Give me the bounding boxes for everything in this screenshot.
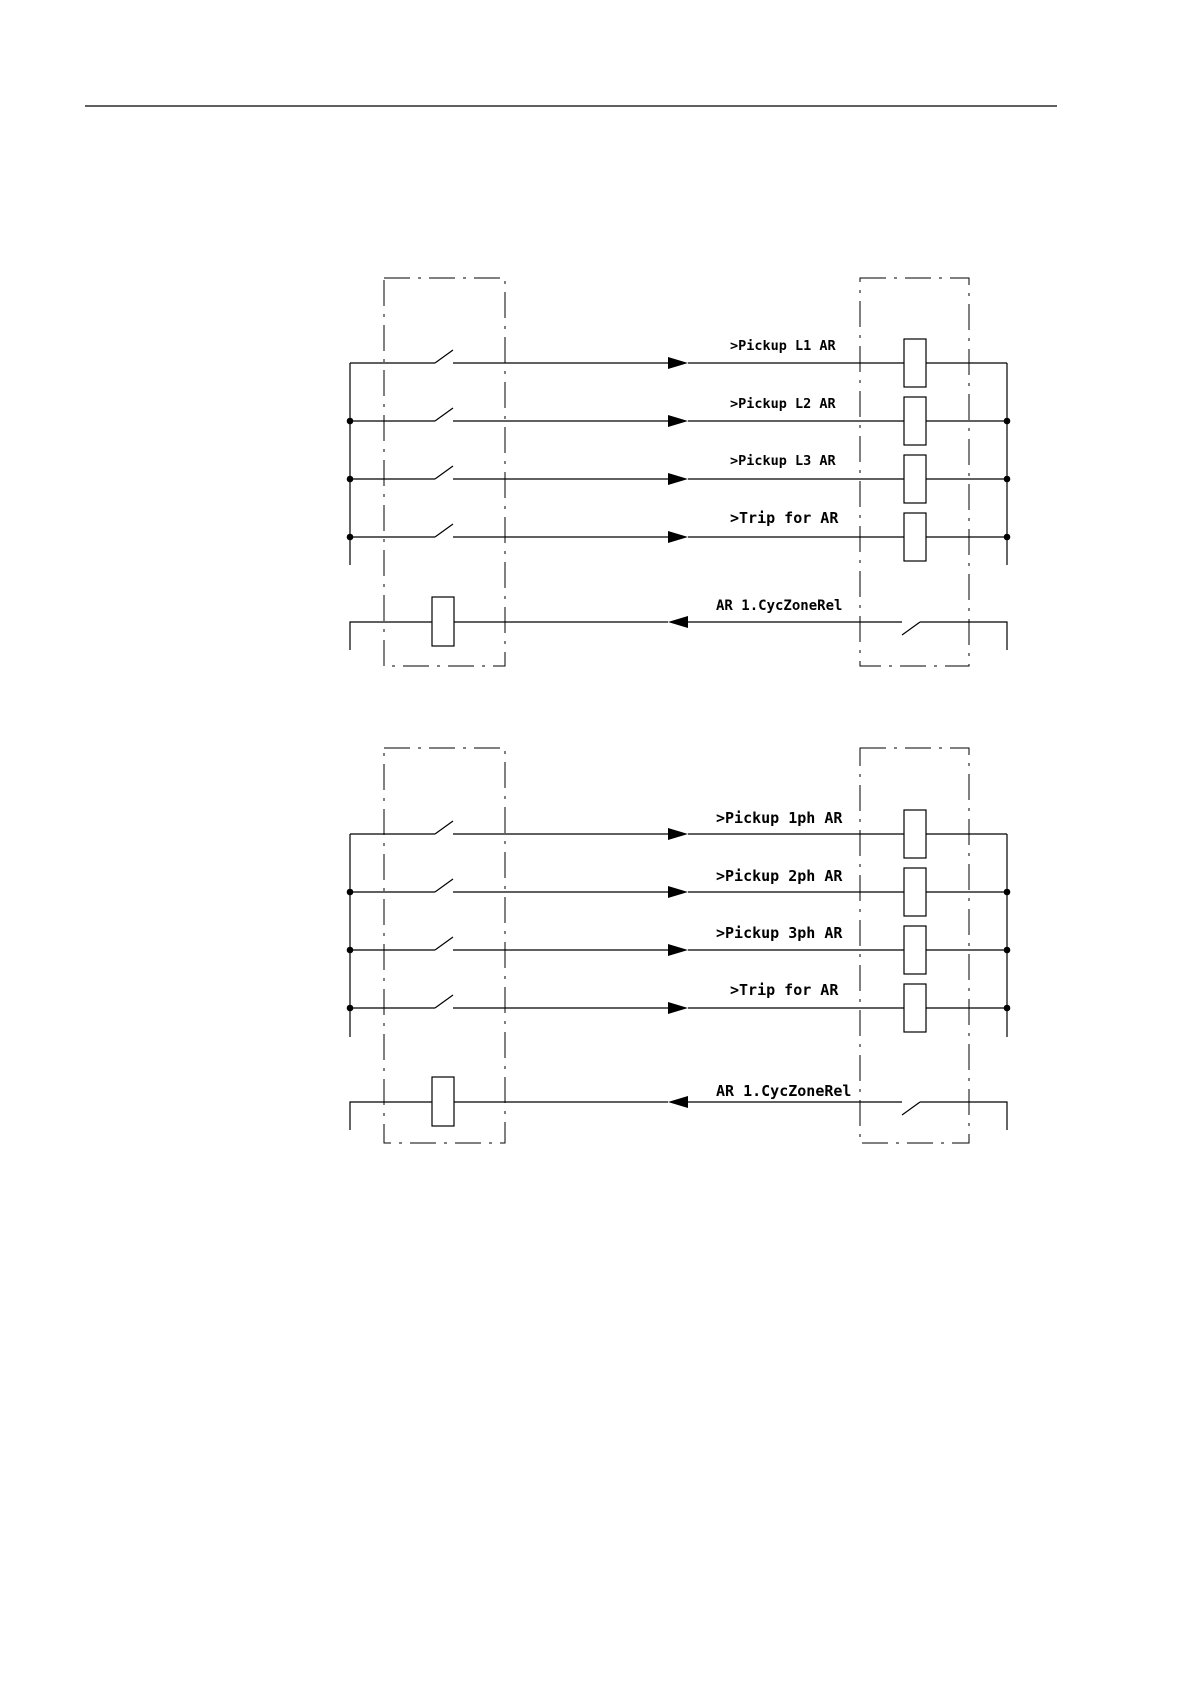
arrow-right-icon: [668, 828, 688, 840]
signal-label: >Pickup 1ph AR: [716, 809, 843, 827]
switch-contact: [435, 524, 453, 537]
signal-row: >Pickup 2ph AR: [347, 867, 1011, 916]
signal-row: >Pickup L1 AR: [350, 338, 1007, 387]
signal-label: >Pickup L2 AR: [730, 396, 837, 412]
switch-contact: [435, 408, 453, 421]
wire: [920, 622, 1007, 650]
signal-label: >Pickup L3 AR: [730, 453, 837, 469]
relay-coil: [904, 810, 926, 858]
wire: [350, 622, 432, 650]
feedback-row: AR 1.CycZoneRel: [350, 1077, 1007, 1130]
junction-dot: [1004, 1005, 1011, 1012]
arrow-right-icon: [668, 531, 688, 543]
switch-contact: [435, 350, 453, 363]
signal-label: AR 1.CycZoneRel: [716, 598, 842, 614]
switch-contact: [902, 1102, 920, 1115]
switch-contact: [435, 995, 453, 1008]
arrow-right-icon: [668, 357, 688, 369]
signal-label: AR 1.CycZoneRel: [716, 1082, 851, 1100]
signal-row: >Pickup L2 AR: [347, 396, 1011, 445]
arrow-right-icon: [668, 415, 688, 427]
junction-dot: [1004, 476, 1011, 483]
arrow-right-icon: [668, 1002, 688, 1014]
switch-contact: [902, 622, 920, 635]
junction-dot: [1004, 418, 1011, 425]
switch-contact: [435, 879, 453, 892]
relay-coil: [904, 397, 926, 445]
signal-row: >Trip for AR: [347, 509, 1011, 561]
relay-coil: [904, 984, 926, 1032]
wire: [920, 1102, 1007, 1130]
signal-row: >Pickup 1ph AR: [350, 809, 1007, 858]
arrow-right-icon: [668, 944, 688, 956]
signal-label: >Pickup 3ph AR: [716, 924, 843, 942]
feedback-row: AR 1.CycZoneRel: [350, 597, 1007, 650]
signal-row: >Pickup 3ph AR: [347, 924, 1011, 974]
switch-contact: [435, 466, 453, 479]
signal-label: >Pickup L1 AR: [730, 338, 837, 354]
signal-label: >Trip for AR: [730, 509, 839, 527]
arrow-left-icon: [668, 616, 688, 628]
wire: [350, 1102, 432, 1130]
arrow-left-icon: [668, 1096, 688, 1108]
relay-coil: [904, 339, 926, 387]
junction-dot: [1004, 534, 1011, 541]
signal-label: >Trip for AR: [730, 981, 839, 999]
signal-row: >Trip for AR: [347, 981, 1011, 1032]
signal-label: >Pickup 2ph AR: [716, 867, 843, 885]
switch-contact: [435, 821, 453, 834]
relay-coil: [432, 597, 454, 646]
interconnection-diagram-1: >Pickup L1 AR >Pickup L2 AR: [347, 278, 1011, 666]
relay-coil: [904, 513, 926, 561]
interconnection-diagram-2: >Pickup 1ph AR >Pickup 2ph AR: [347, 748, 1011, 1143]
arrow-right-icon: [668, 473, 688, 485]
relay-coil: [432, 1077, 454, 1126]
signal-row: >Pickup L3 AR: [347, 453, 1011, 503]
relay-coil: [904, 926, 926, 974]
switch-contact: [435, 937, 453, 950]
junction-dot: [1004, 889, 1011, 896]
relay-coil: [904, 455, 926, 503]
junction-dot: [1004, 947, 1011, 954]
relay-coil: [904, 868, 926, 916]
arrow-right-icon: [668, 886, 688, 898]
